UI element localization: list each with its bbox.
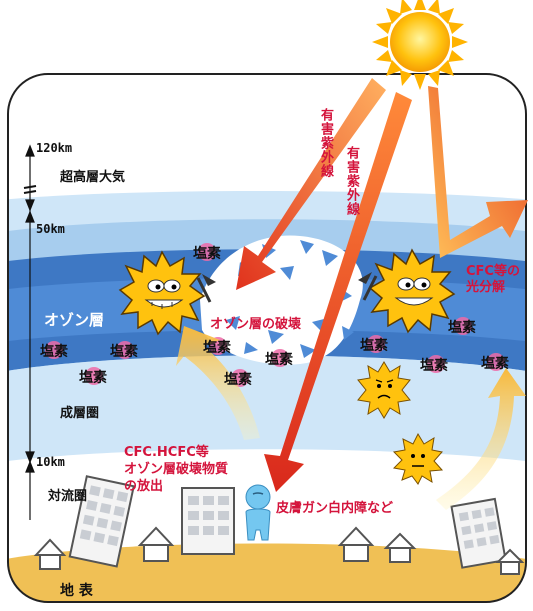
photolysis-arrow	[428, 86, 528, 258]
emission-label: の放出	[124, 479, 164, 494]
house	[495, 548, 525, 575]
chlorine-label: 塩素	[265, 352, 293, 368]
chlorine-monster-icon	[358, 248, 456, 334]
chlorine-label: 塩素	[79, 370, 107, 386]
building-left	[68, 475, 135, 568]
chlorine-label: 塩素	[420, 358, 448, 374]
house	[33, 538, 67, 570]
chlorine-label: 塩素	[193, 246, 221, 262]
house	[383, 532, 417, 563]
uv-arrow-left	[236, 78, 386, 290]
chlorine-bursts	[45, 243, 505, 387]
harmful-uv-label: 有害紫外線	[318, 108, 333, 178]
ozone-destruction-label: オゾン層の破壊	[210, 317, 302, 332]
health-effects-label: 皮膚ガン白内障など	[276, 501, 394, 516]
emission-label: CFC.HCFC等	[124, 445, 209, 460]
altitude-120km: 120km	[36, 141, 73, 155]
chlorine-label: 塩素	[448, 320, 476, 336]
cfc-photolysis-label: 光分解	[466, 280, 506, 295]
chlorine-label: 塩素	[203, 340, 231, 356]
emission-arrow-right	[436, 368, 526, 510]
altitude-10km: 10km	[36, 455, 65, 469]
troposphere-label: 対流圏	[48, 489, 88, 504]
chlorine-label: 塩素	[481, 356, 509, 372]
frame	[7, 73, 527, 603]
altitude-scale	[23, 144, 37, 520]
emission-label: オゾン層破壊物質	[124, 462, 229, 477]
house	[137, 526, 175, 562]
chlorine-label: 塩素	[40, 344, 68, 360]
chlorine-label: 塩素	[360, 338, 388, 354]
building-right	[450, 497, 507, 569]
chlorine-label: 塩素	[110, 344, 138, 360]
chlorine-monster-icon	[118, 250, 216, 336]
thermosphere-label: 超高層大気	[60, 170, 126, 185]
chlorine-label: 塩素	[224, 372, 252, 388]
emission-arrow-left	[176, 326, 260, 440]
building-center	[181, 487, 235, 555]
buildings	[68, 475, 507, 569]
stratosphere-label: 成層圏	[60, 406, 100, 421]
altitude-50km: 50km	[36, 222, 65, 236]
houses	[33, 526, 525, 575]
person	[245, 484, 271, 541]
sun-icon	[372, 0, 468, 90]
harmful-uv-label: 有害紫外線	[344, 146, 359, 216]
ozone-layer-label: オゾン層	[44, 311, 105, 329]
worried-molecule-icon	[357, 361, 411, 419]
house	[337, 526, 375, 562]
cfc-photolysis-label: CFC等の	[466, 264, 520, 279]
worried-molecule-icon	[392, 432, 444, 485]
ground-label: 地 表	[60, 583, 93, 599]
uv-arrow-center	[264, 92, 412, 492]
